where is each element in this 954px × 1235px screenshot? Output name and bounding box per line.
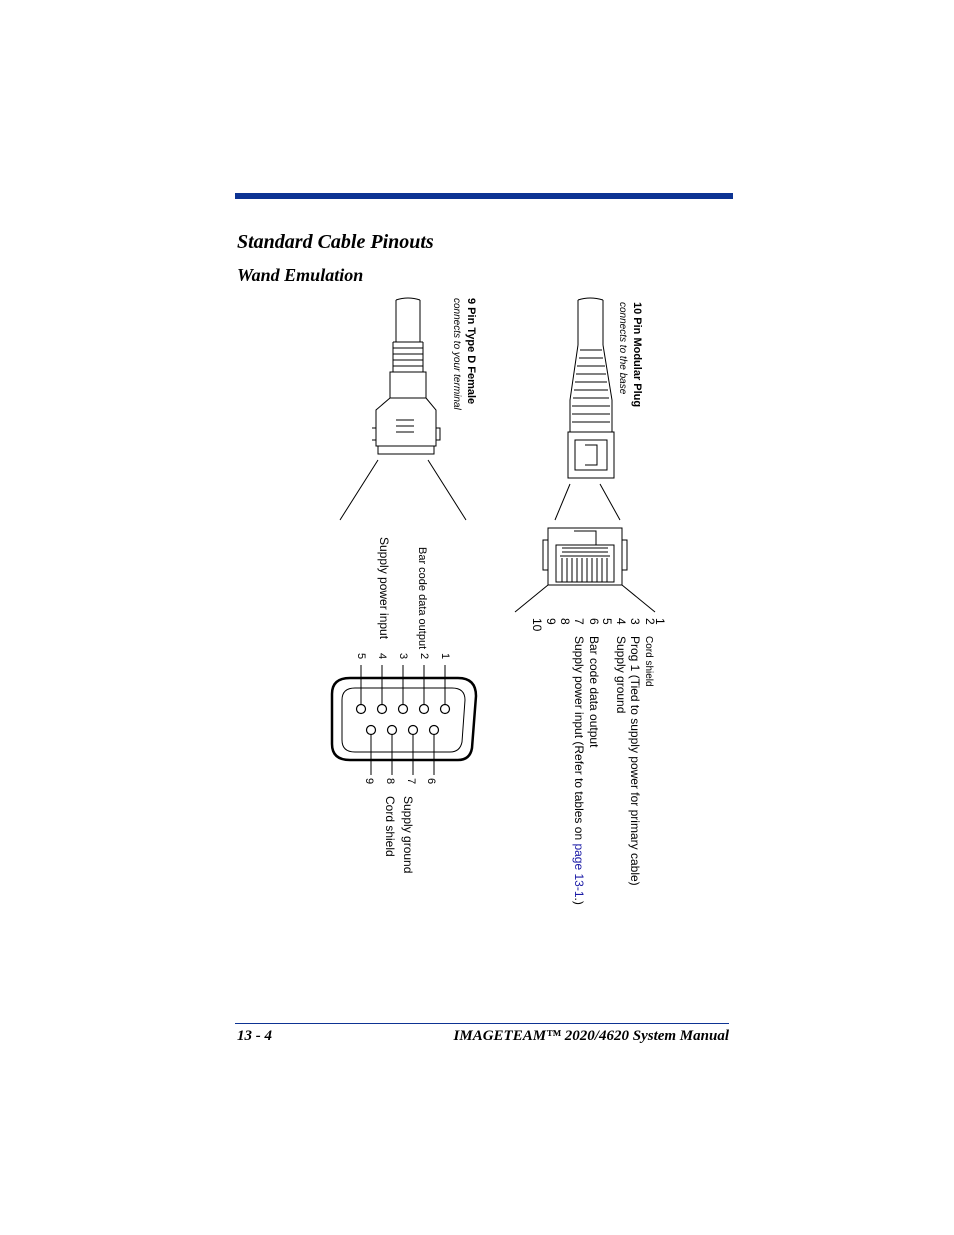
dsub-label-cord-shield: Cord shield (383, 796, 397, 857)
dsub-pin-numbers-top: 1 2 3 4 5 (355, 653, 451, 659)
dsub-pin-number: 8 (384, 778, 396, 784)
page-link[interactable]: page 13-1 (572, 843, 586, 897)
modular-pin-row: 6 Bar code data output (587, 618, 601, 748)
dsub-pin-numbers-bottom: 6 7 8 9 (363, 778, 437, 784)
pin-number: 1 (653, 618, 667, 625)
dsub-pin-8 (386, 724, 398, 736)
subsection-title: Wand Emulation (237, 265, 364, 285)
dsub-subtitle: connects to your terminal (451, 298, 462, 410)
modular-plug-drawing (514, 297, 656, 613)
dsub-leader-lines (360, 665, 446, 775)
dsub-label-supply-ground: Supply ground (401, 796, 415, 873)
pin-number: 6 (587, 618, 601, 625)
dsub-label-bar-code-output: Bar code data output (416, 547, 428, 649)
pin-label: Supply ground (614, 636, 628, 713)
dsub-pin-number: 1 (439, 653, 451, 659)
dsub-title-block: 9 Pin Type D Female connects to your ter… (451, 298, 477, 410)
modular-plug-subtitle: connects to the base (617, 302, 628, 395)
page-number: 13 - 4 (237, 1028, 272, 1044)
modular-pin-row: 1 (653, 618, 667, 625)
footer-rule (235, 1023, 729, 1024)
dsub-pin-number: 2 (418, 653, 430, 659)
modular-pin-row: 3 Prog 1 (Tied to supply power for prima… (628, 618, 642, 886)
pin-number: 4 (614, 618, 628, 625)
modular-pin-row: 2 Cord shield (643, 618, 657, 687)
dsub-pin-number: 5 (355, 653, 367, 659)
modular-pin-row: 7 Supply power input (Refer to tables on… (572, 618, 586, 905)
dsub-pin-3 (397, 703, 409, 715)
pin-label: Cord shield (643, 636, 654, 687)
dsub-pin-number: 9 (363, 778, 375, 784)
modular-plug-title: 10 Pin Modular Plug (631, 302, 643, 407)
dsub-pin-9 (365, 724, 377, 736)
modular-pin-row: 5 (600, 618, 614, 625)
manual-title: IMAGETEAM™ 2020/4620 System Manual (453, 1028, 729, 1044)
dsub-pin-1 (439, 703, 451, 715)
dsub-pin-number: 7 (405, 778, 417, 784)
modular-plug-title-block: 10 Pin Modular Plug connects to the base (617, 302, 643, 407)
dsub-pin-number: 3 (397, 653, 409, 659)
modular-pin-row: 9 (544, 618, 558, 625)
modular-plug-pin-list: 1 2 Cord shield 3 Prog 1 (Tied to supply… (530, 618, 667, 905)
pin-number: 9 (544, 618, 558, 625)
dsub-pin-2 (418, 703, 430, 715)
dsub-pin-6 (428, 724, 440, 736)
dsub-pin-labels: Bar code data output Supply power input … (377, 537, 428, 873)
dsub-pin-number: 4 (376, 653, 388, 659)
pin-number: 5 (600, 618, 614, 625)
pin-label: Bar code data output (587, 636, 601, 748)
section-title: Standard Cable Pinouts (237, 231, 434, 253)
dsub-pin-7 (407, 724, 419, 736)
pin-label: Supply power input (Refer to tables on p… (572, 636, 586, 905)
dsub-face (330, 676, 478, 762)
modular-pin-row: 10 (530, 618, 544, 632)
pin-number: 3 (628, 618, 642, 625)
dsub-pins (355, 703, 451, 736)
header-rule (235, 193, 733, 199)
pin-number: 7 (572, 618, 586, 625)
pin-number: 8 (558, 618, 572, 625)
pin-number: 10 (530, 618, 544, 632)
pin-number: 2 (643, 618, 657, 625)
modular-pin-row: 8 (558, 618, 572, 625)
dsub-label-supply-power: Supply power input (377, 537, 391, 640)
dsub-title: 9 Pin Type D Female (465, 298, 477, 404)
dsub-pin-4 (376, 703, 388, 715)
pin-label: Prog 1 (Tied to supply power for primary… (628, 636, 642, 886)
dsub-pin-5 (355, 703, 367, 715)
modular-pin-row: 4 Supply ground (614, 618, 628, 713)
dsub-connector-drawing (339, 297, 467, 521)
dsub-pin-number: 6 (425, 778, 437, 784)
